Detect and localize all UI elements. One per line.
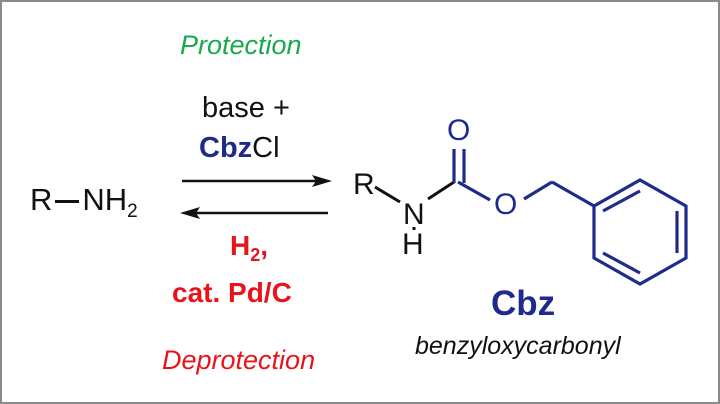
bond-n-c [427,180,455,201]
reagent-cbz: Cbz [199,132,253,164]
h2-main: H [230,230,251,261]
deprotection-label: Deprotection [162,345,316,375]
reactant-r: R [30,182,53,217]
h2-comma: , [260,230,269,261]
reverse-arrow [180,207,328,219]
reverse-condition-catalyst: cat. Pd/C [172,277,292,308]
reagent-cl: Cl [252,132,280,164]
reactant-amine: R NH2 [30,182,138,223]
protection-label: Protection [180,30,302,60]
ring-double-3 [602,251,641,275]
cbz-group [452,149,688,286]
product-n: N [403,198,425,231]
product-h: H [402,228,424,261]
reverse-condition-h2: H2, [230,230,268,266]
bond-r-n [374,185,401,204]
bond-ch2-ring [551,180,595,208]
bond-c-o [457,180,491,202]
cbz-name: Cbz [491,284,556,323]
ester-oxygen: O [494,188,517,221]
benzene-ring [592,178,688,286]
carbonyl-oxygen: O [447,114,470,147]
cbz-full-name: benzyloxycarbonyl [415,332,621,360]
forward-condition-base: base + [202,92,290,124]
h2-sub: 2 [250,245,261,265]
reactant-sub: 2 [127,201,138,222]
product-r: R [353,168,375,201]
reactant-bond [55,200,80,204]
forward-arrow [182,175,332,187]
bond-o-ch2 [523,180,553,201]
ring-double-1 [602,189,641,213]
reactant-nh: NH [82,182,128,217]
forward-condition-reagent: CbzCl [199,132,280,165]
